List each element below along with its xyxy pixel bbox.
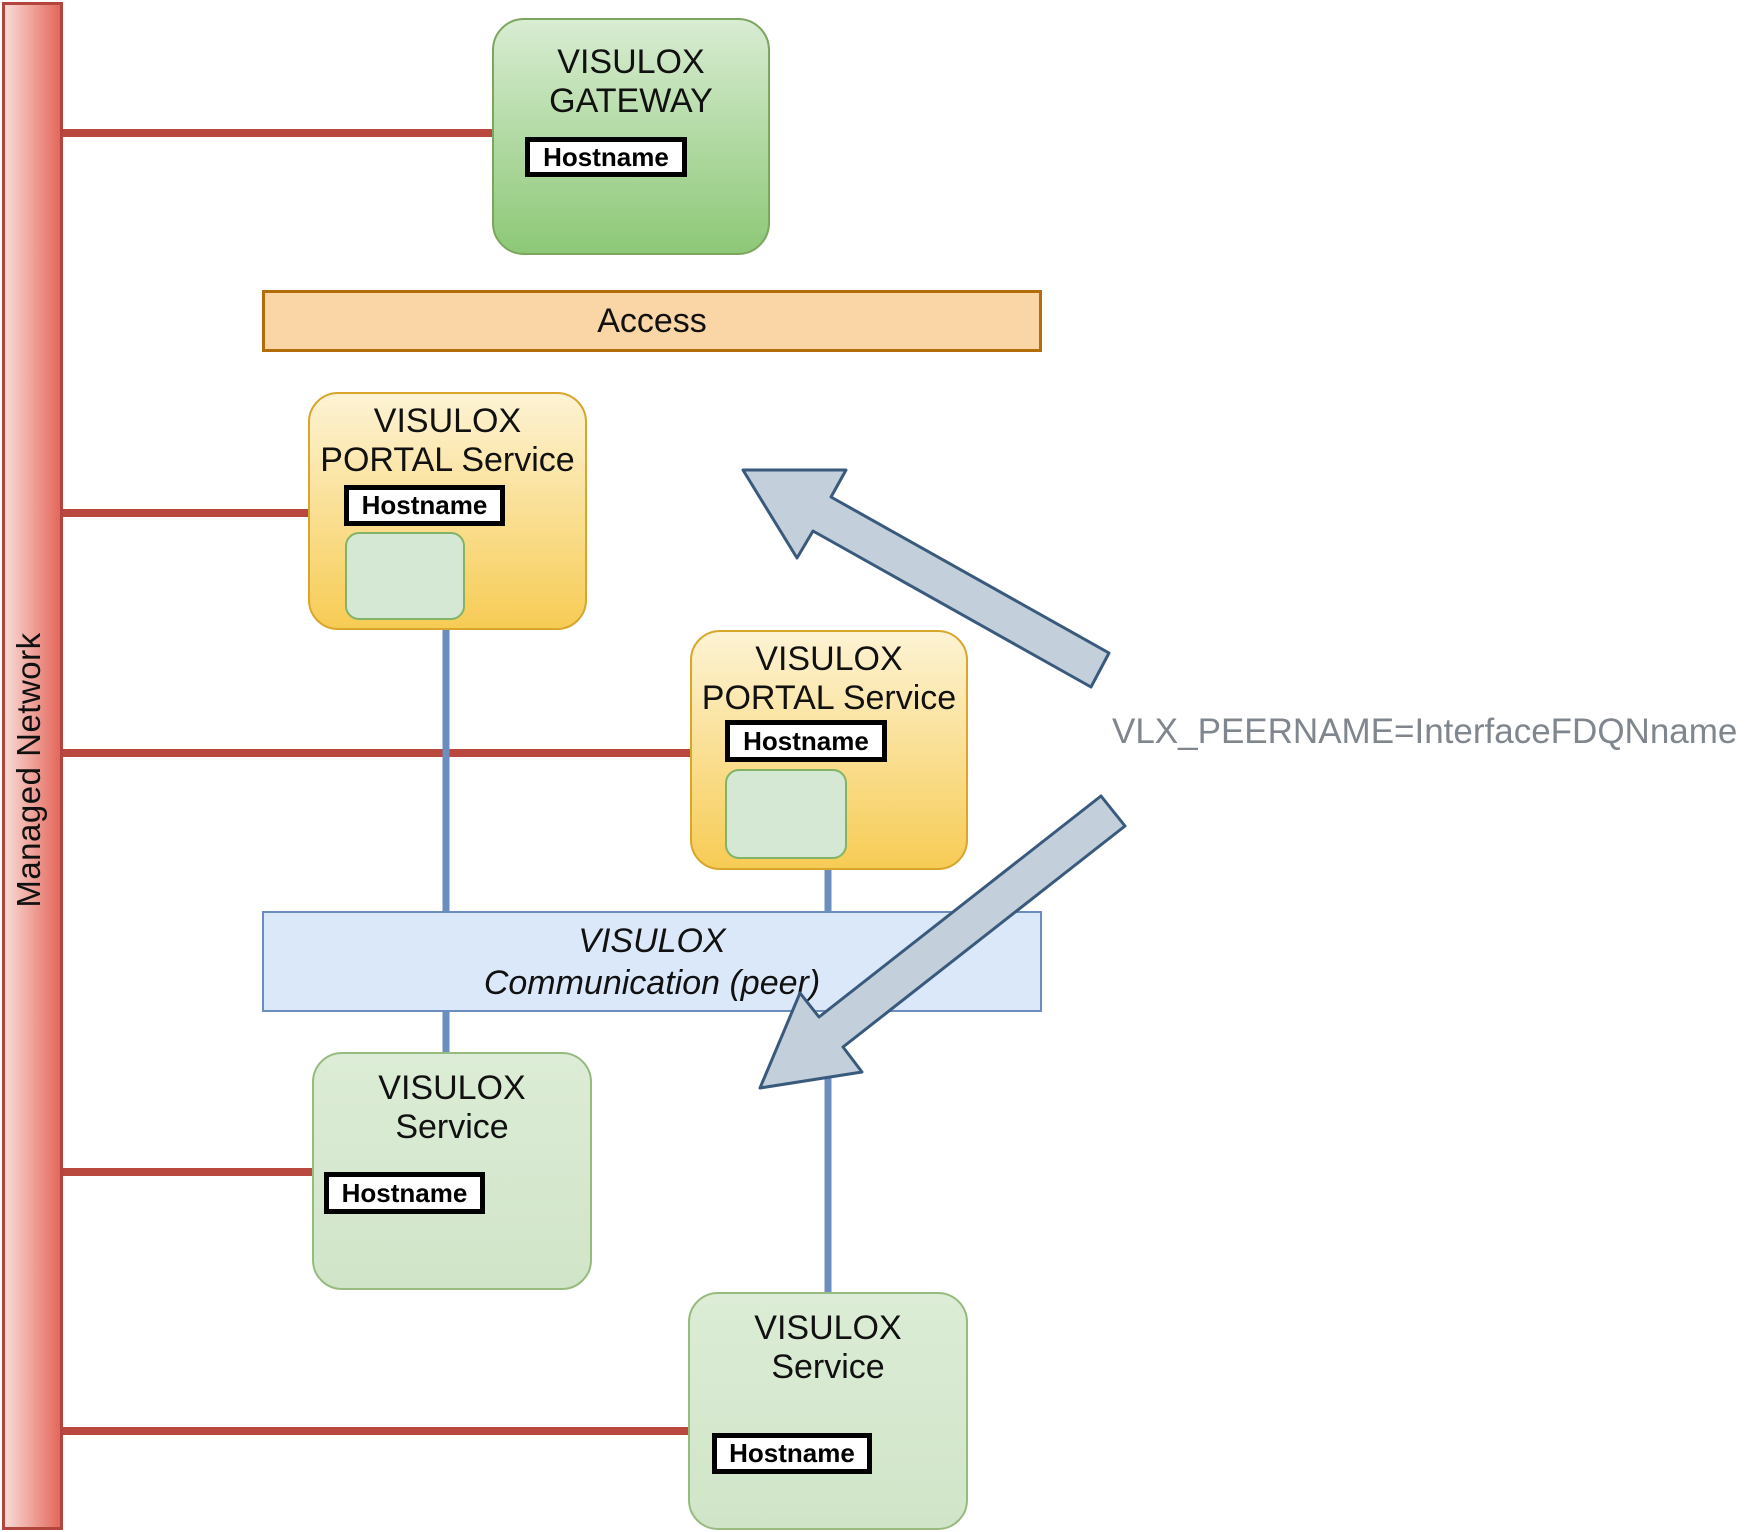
portal-1-hostname-label: Hostname <box>361 490 488 520</box>
gateway-hostname-label: Hostname <box>543 141 669 172</box>
service-1-hostname-box: Hostname <box>324 1172 485 1214</box>
portal-1-title: VISULOX PORTAL Service <box>310 402 585 480</box>
portal-2-hostname-label: Hostname <box>743 725 869 756</box>
communication-bar-line2: Communication (peer) <box>483 964 821 1002</box>
service-1-title-line2: Service <box>395 1108 509 1146</box>
service-box-1: VISULOX Service Hostname <box>312 1052 592 1290</box>
service-2-hostname-box: Hostname <box>712 1433 872 1474</box>
portal-1-module-placeholder-box <box>345 532 465 620</box>
gateway-hostname-box: Hostname <box>525 137 687 177</box>
service-2-title-line1: VISULOX <box>754 1309 902 1347</box>
communication-bar-line1: VISULOX <box>578 922 726 960</box>
gateway-title: VISULOX GATEWAY <box>494 43 768 121</box>
communication-bar: VISULOX Communication (peer) <box>262 911 1042 1012</box>
portal-service-box-1: VISULOX PORTAL Service Hostname <box>308 392 587 630</box>
service-1-hostname-label: Hostname <box>341 1177 468 1208</box>
managed-network-bar <box>2 2 63 1530</box>
portal-2-title: VISULOX PORTAL Service <box>692 640 966 718</box>
access-bar: Access <box>262 290 1042 352</box>
portal-service-box-2: VISULOX PORTAL Service Hostname <box>690 630 968 870</box>
service-2-title-line2: Service <box>771 1348 885 1386</box>
portal-2-module-placeholder-box <box>725 769 847 859</box>
portal-1-title-line1: VISULOX <box>373 402 522 440</box>
portal-2-hostname-box: Hostname <box>725 720 887 762</box>
gateway-title-line2: GATEWAY <box>549 82 713 120</box>
managed-network-label: Managed Network <box>10 632 47 908</box>
service-box-2: VISULOX Service Hostname <box>688 1292 968 1530</box>
access-bar-label: Access <box>597 301 707 340</box>
service-1-title-line1: VISULOX <box>378 1069 526 1107</box>
service-1-title: VISULOX Service <box>314 1069 590 1147</box>
portal-2-title-line1: VISULOX <box>755 640 903 678</box>
portal-1-title-line2: PORTAL Service <box>320 441 575 479</box>
service-2-title: VISULOX Service <box>690 1309 966 1387</box>
portal-2-title-line2: PORTAL Service <box>701 679 957 717</box>
service-2-hostname-label: Hostname <box>729 1438 855 1468</box>
gateway-box: VISULOX GATEWAY Hostname <box>492 18 770 255</box>
gateway-title-line1: VISULOX <box>557 43 705 81</box>
peername-annotation: VLX_PEERNAME=InterfaceFDQNname <box>1112 712 1738 751</box>
portal-1-hostname-box: Hostname <box>344 485 505 526</box>
